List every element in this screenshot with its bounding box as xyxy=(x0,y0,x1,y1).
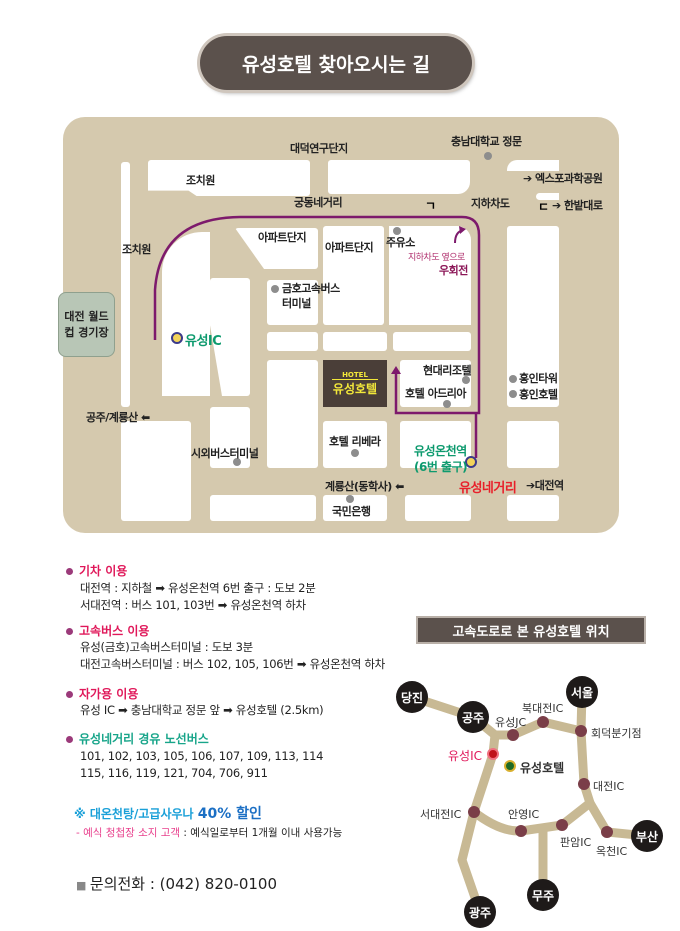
worldcup-stadium: 대전 월드컵 경기장 xyxy=(58,292,115,357)
label-expo: ➔ 엑스포과학공원 xyxy=(523,172,603,185)
label-hongin-hotel: 홍인호텔 xyxy=(519,388,558,401)
underpass-mark-icon: ㄱ xyxy=(425,199,436,213)
ic-seodaejeon: 서대전IC xyxy=(420,808,462,821)
city-dangjin: 당진 xyxy=(396,681,428,713)
label-riviera: 호텔 리베라 xyxy=(329,435,381,448)
label-kookmin: 국민은행 xyxy=(332,505,371,518)
ic-panam: 판암IC xyxy=(560,836,592,849)
section-line: 115, 116, 119, 121, 704, 706, 911 xyxy=(80,766,268,780)
section-title: 유성네거리 경유 노선버스 xyxy=(66,730,209,747)
city-busan: 부산 xyxy=(631,820,663,852)
route-arrow-icon xyxy=(391,366,401,374)
ic-okcheon: 옥천IC xyxy=(596,845,628,858)
label-intercity-terminal: 시외버스터미널 xyxy=(191,447,259,460)
section-line: 서대전역 : 버스 101, 103번 ➡ 유성온천역 하차 xyxy=(80,598,306,612)
section-title: 자가용 이용 xyxy=(66,685,138,702)
city-seoul: 서울 xyxy=(566,676,598,708)
hotel-marker: HOTEL 유성호텔 xyxy=(323,360,387,407)
label-adria: 호텔 아드리아 xyxy=(405,387,467,400)
section-title: 기차 이용 xyxy=(66,562,127,579)
label-apt-2: 아파트단지 xyxy=(325,241,374,254)
phone-contact: ■ 문의전화 : (042) 820-0100 xyxy=(76,875,278,893)
city-muju: 무주 xyxy=(527,879,559,911)
highway-title: 고속도로로 본 유성호텔 위치 xyxy=(416,616,646,644)
label-gyeryong: 계룡산(동학사) ⬅ xyxy=(325,480,404,493)
section-title: 고속버스 이용 xyxy=(66,622,149,639)
hotel-location-icon xyxy=(504,760,516,772)
label-station: 유성온천역(6번 출구) xyxy=(414,444,468,474)
label-uturn-hint: 지하차도 옆으로 xyxy=(408,253,465,263)
yuseong-ic-icon xyxy=(487,748,499,760)
section-line: 유성 IC ➡ 충남대학교 정문 앞 ➡ 유성호텔 (2.5km) xyxy=(80,703,324,717)
label-hongin-tower: 홍인타워 xyxy=(519,372,558,385)
ic-yuseong-jc: 유성JC xyxy=(495,716,527,729)
label-jochiwon-1: 조치원 xyxy=(186,174,215,187)
label-gungdong: 궁동네거리 xyxy=(294,196,343,209)
ic-bukdaejeon: 북대전IC xyxy=(522,702,564,715)
hotel-label: 유성호텔 xyxy=(520,761,565,775)
underpass-mark2-icon: ㄷ xyxy=(538,200,549,214)
ic-yuseong: 유성IC xyxy=(448,749,482,763)
label-jochiwon-2: 조치원 xyxy=(122,243,151,256)
city-gwangju: 광주 xyxy=(464,896,496,928)
driving-route xyxy=(153,215,481,415)
label-gongju: 공주/계룡산 ⬅ xyxy=(86,411,150,424)
label-hyundai: 현대리조텔 xyxy=(423,364,472,377)
label-daedeok: 대덕연구단지 xyxy=(290,142,348,155)
route-overlay: ㄱ ㄷ xyxy=(153,199,549,468)
ic-daejeon: 대전IC xyxy=(593,780,625,793)
label-hanbat: ➔ 한밭대로 xyxy=(552,199,603,212)
section-line: 대전고속버스터미널 : 버스 102, 105, 106번 ➡ 유성온천역 하차 xyxy=(80,657,385,671)
hotel-logo-icon: HOTEL xyxy=(332,371,378,380)
label-gas-station: 주유소 xyxy=(386,236,415,249)
square-bullet-icon: ■ xyxy=(76,879,90,892)
label-yuseong-crossroad: 유성네거리 xyxy=(459,481,517,496)
city-gongju: 공주 xyxy=(457,701,489,733)
section-line: 101, 102, 103, 105, 106, 107, 109, 113, … xyxy=(80,749,324,763)
station-marker xyxy=(465,456,477,468)
label-underpass: 지하차도 xyxy=(471,197,510,210)
ic-hoedeok: 회덕분기점 xyxy=(591,727,642,740)
promo-discount: ※ 대온천탕/고급사우나 40% 할인 xyxy=(74,806,262,822)
label-yuseong-ic: 유성IC xyxy=(185,334,222,349)
promo-note: - 예식 청첩장 소지 고객 : 예식일로부터 1개월 이내 사용가능 xyxy=(76,827,343,839)
label-cnu-gate: 충남대학교 정문 xyxy=(451,135,522,148)
label-uturn: 우회전 xyxy=(439,264,468,277)
label-apt-1: 아파트단지 xyxy=(258,231,307,244)
ic-anyeong: 안영IC xyxy=(508,808,540,821)
page-title: 유성호텔 찾아오시는 길 xyxy=(200,36,472,90)
label-daejeon-station: ➔대전역 xyxy=(526,479,564,492)
section-line: 유성(금호)고속버스터미널 : 도보 3분 xyxy=(80,640,253,654)
section-line: 대전역 : 지하철 ➡ 유성온천역 6번 출구 : 도보 2분 xyxy=(80,581,316,595)
yuseong-ic-marker xyxy=(171,332,183,344)
